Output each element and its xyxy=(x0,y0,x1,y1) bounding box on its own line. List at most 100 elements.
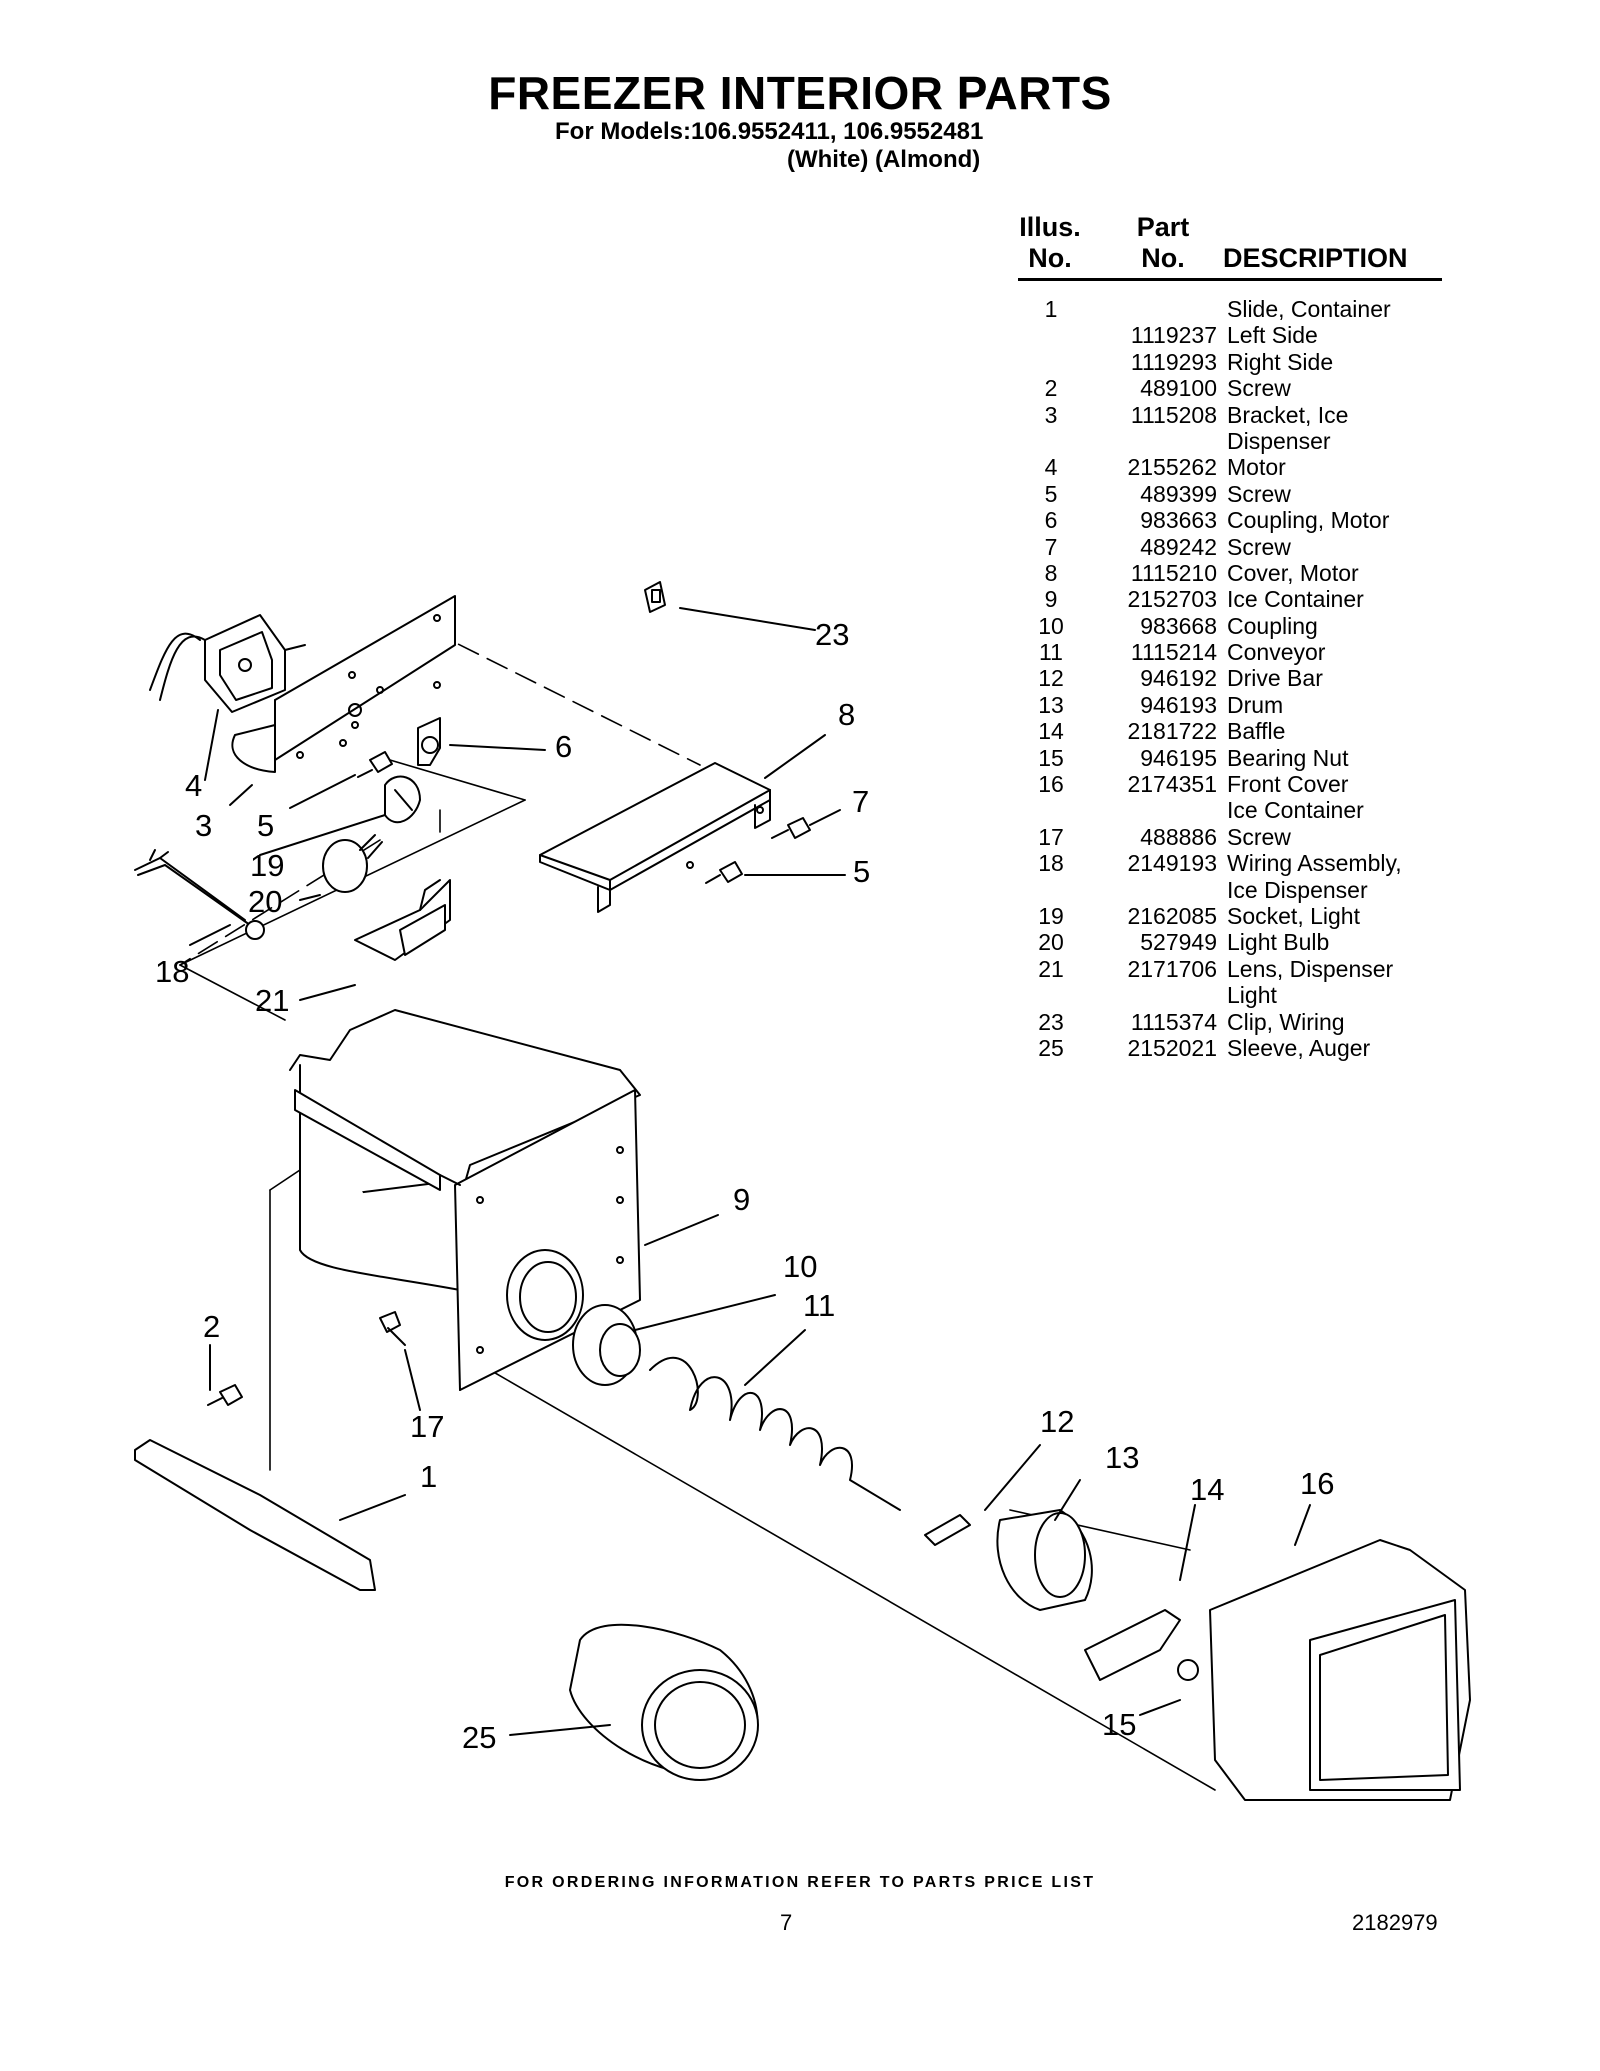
illus-number: 1 xyxy=(1044,296,1058,322)
callout-16: 16 xyxy=(1300,1466,1334,1501)
part-number: 1115214 xyxy=(1130,639,1217,666)
callout-15: 15 xyxy=(1102,1707,1136,1742)
illus-number: 4 xyxy=(1044,454,1058,481)
illus-number: 12 xyxy=(1038,665,1064,692)
part-description: Wiring Assembly, xyxy=(1227,850,1402,877)
part-number: 489242 xyxy=(1140,533,1217,560)
callout-25: 25 xyxy=(462,1720,496,1755)
illus-number: 20 xyxy=(1038,929,1064,956)
callout-3: 3 xyxy=(195,808,212,843)
wiring-clip-part xyxy=(644,581,666,613)
col-illus-line2: No. xyxy=(1028,243,1072,273)
document-number: 2182979 xyxy=(1352,1910,1438,1935)
models-colors-line: (White) (Almond) xyxy=(787,146,981,173)
part-description: Screw xyxy=(1227,480,1291,507)
part-description: Screw xyxy=(1227,823,1291,850)
part-number: 946193 xyxy=(1140,691,1217,718)
coupling-part xyxy=(572,1304,641,1386)
callout-5: 5 xyxy=(257,808,274,843)
col-description: DESCRIPTION xyxy=(1223,243,1408,273)
part-description: Right Side xyxy=(1227,348,1334,375)
part-number: 1119237 xyxy=(1130,322,1217,349)
callout-8: 8 xyxy=(838,697,855,732)
part-number: 2152021 xyxy=(1127,1034,1217,1061)
part-number: 489399 xyxy=(1140,480,1217,507)
part-number: 983663 xyxy=(1140,507,1217,534)
callout-17: 17 xyxy=(410,1409,444,1444)
illus-number: 14 xyxy=(1038,718,1064,745)
part-number: 2162085 xyxy=(1127,902,1217,929)
table-row: 1119293 Right Side xyxy=(1020,349,1450,375)
table-row: 5 489399 Screw xyxy=(1020,481,1450,507)
callout-23: 23 xyxy=(815,617,849,652)
part-description: Conveyor xyxy=(1227,639,1326,666)
callout-1: 1 xyxy=(420,1459,437,1494)
light-socket-bulb xyxy=(322,775,421,893)
drive-bar-part xyxy=(924,1514,971,1546)
callout-18: 18 xyxy=(155,954,189,989)
part-description: Light xyxy=(1227,982,1277,1009)
callout-6: 6 xyxy=(555,729,572,764)
part-description: Bearing Nut xyxy=(1227,744,1349,771)
illus-number: 5 xyxy=(1044,480,1058,507)
ordering-note: FOR ORDERING INFORMATION REFER TO PARTS … xyxy=(504,1874,1096,1891)
illus-number: 15 xyxy=(1038,744,1064,771)
illus-number: 7 xyxy=(1044,533,1058,560)
callout-20: 20 xyxy=(248,884,282,919)
wiring-assembly-part xyxy=(134,849,265,940)
table-row: 1 Slide, Container xyxy=(1020,296,1450,322)
part-number: 2171706 xyxy=(1127,955,1217,982)
part-description: Lens, Dispenser xyxy=(1227,955,1394,982)
part-description: Sleeve, Auger xyxy=(1227,1034,1371,1061)
illus-number: 23 xyxy=(1038,1008,1064,1035)
illus-number: 2 xyxy=(1044,375,1058,402)
table-row: Light xyxy=(1020,982,1450,1008)
illus-number: 11 xyxy=(1039,639,1063,666)
front-cover-part xyxy=(1209,1539,1471,1801)
illus-number: 19 xyxy=(1038,902,1064,929)
table-row: Ice Dispenser xyxy=(1020,877,1450,903)
part-description: Light Bulb xyxy=(1227,929,1330,956)
callout-2: 2 xyxy=(203,1309,220,1344)
callout-13: 13 xyxy=(1105,1440,1139,1475)
callout-10: 10 xyxy=(783,1249,817,1284)
motor-cover-part xyxy=(539,762,771,913)
part-description: Slide, Container xyxy=(1227,296,1391,322)
illus-number: 17 xyxy=(1038,823,1064,850)
table-row: Ice Container xyxy=(1020,797,1450,823)
callout-11: 11 xyxy=(803,1288,835,1323)
illus-number: 13 xyxy=(1038,691,1064,718)
part-description: Front Cover xyxy=(1227,771,1349,798)
sleeve-auger-part xyxy=(569,1623,759,1781)
parts-table-header: Illus. No. Part No. DESCRIPTION xyxy=(1018,212,1442,281)
illus-number: 16 xyxy=(1038,771,1064,798)
col-part-line1: Part xyxy=(1136,212,1190,242)
table-row: 17 488886 Screw xyxy=(1020,824,1450,850)
bracket-part xyxy=(231,595,456,773)
callout-21: 21 xyxy=(255,983,289,1018)
bearing-nut-part xyxy=(1177,1659,1199,1681)
illus-number: 9 xyxy=(1044,586,1058,613)
part-number: 1115210 xyxy=(1130,559,1217,586)
leader-lines xyxy=(189,607,1311,1736)
part-number: 1119293 xyxy=(1130,348,1217,375)
part-description: Baffle xyxy=(1227,718,1286,745)
illus-number: 25 xyxy=(1038,1034,1064,1061)
illus-number: 18 xyxy=(1038,850,1064,877)
illus-number: 6 xyxy=(1044,507,1058,534)
part-description: Coupling, Motor xyxy=(1227,507,1390,534)
part-description: Screw xyxy=(1227,375,1291,402)
part-number: 946195 xyxy=(1140,744,1217,771)
callout-7: 7 xyxy=(852,784,869,819)
part-number: 2155262 xyxy=(1127,454,1217,481)
part-number: 488886 xyxy=(1140,823,1217,850)
table-row: 11 1115214 Conveyor xyxy=(1020,639,1450,665)
slide-container-part xyxy=(134,1439,376,1591)
